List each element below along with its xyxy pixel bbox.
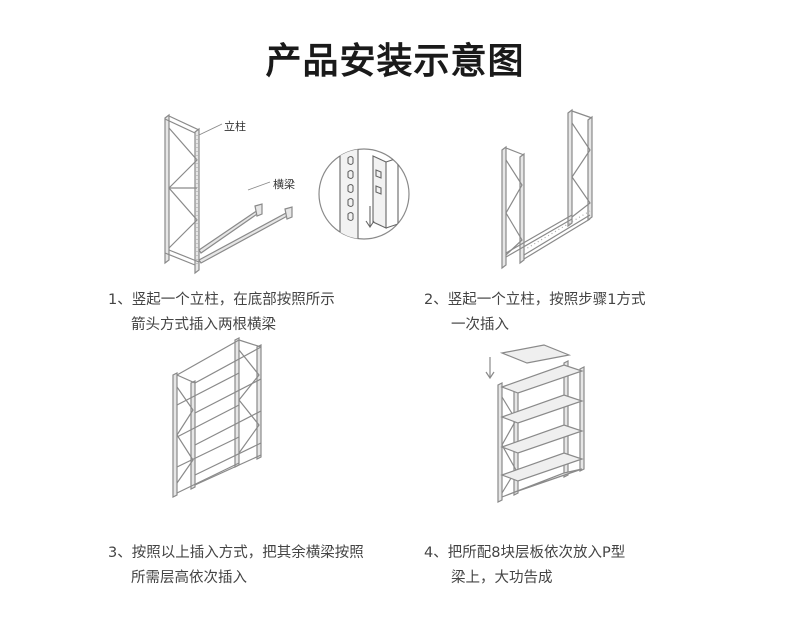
detail-circle-figure xyxy=(318,148,410,240)
step-4-line-2: 梁上，大功告成 xyxy=(451,570,553,586)
step-1-line-2: 箭头方式插入两根横梁 xyxy=(131,317,276,333)
callout-beam: 横梁 xyxy=(273,178,295,191)
step-3-text: 3、按照以上插入方式，把其余横梁按照 所需层高依次插入 xyxy=(108,541,364,591)
step-4-line-1: 4、把所配8块层板依次放入P型 xyxy=(424,545,626,561)
step1-figure xyxy=(164,113,293,275)
step-1-line-1: 1、竖起一个立柱，在底部按照所示 xyxy=(108,292,335,308)
step-2-line-2: 一次插入 xyxy=(451,317,509,333)
step-2-line-1: 2、竖起一个立柱，按照步骤1方式 xyxy=(424,292,646,308)
callout-upright: 立柱 xyxy=(224,120,246,133)
step-2-text: 2、竖起一个立柱，按照步骤1方式 一次插入 xyxy=(424,288,645,338)
step4-figure xyxy=(485,344,585,503)
step-1-text: 1、竖起一个立柱，在底部按照所示 箭头方式插入两根横梁 xyxy=(108,288,335,338)
page-title: 产品安装示意图 xyxy=(265,41,525,82)
step-4-text: 4、把所配8块层板依次放入P型 梁上，大功告成 xyxy=(424,541,625,591)
step-3-line-2: 所需层高依次插入 xyxy=(131,570,247,586)
step2-figure xyxy=(501,108,593,270)
step-3-line-1: 3、按照以上插入方式，把其余横梁按照 xyxy=(108,545,364,561)
step3-figure xyxy=(172,337,262,498)
